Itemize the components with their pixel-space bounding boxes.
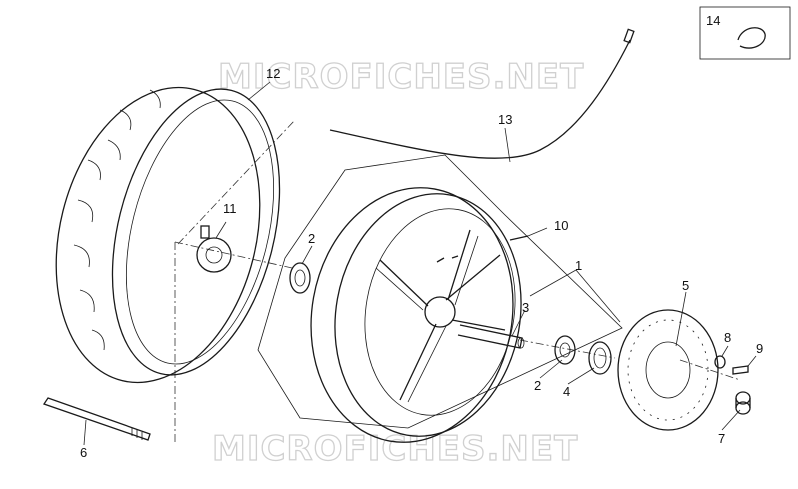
callout-12: 12	[266, 66, 280, 81]
callout-11: 11	[223, 201, 237, 216]
disc-bolt	[732, 365, 749, 375]
axis-lines	[174, 119, 741, 445]
nut-washer	[714, 355, 726, 369]
callout-2-right: 2	[534, 378, 541, 393]
bushing	[735, 391, 751, 415]
brake-disc	[617, 309, 719, 431]
oil-seal	[588, 341, 612, 375]
callout-8: 8	[724, 330, 731, 345]
callout-14: 14	[706, 13, 720, 28]
clamp-inset-box	[699, 6, 791, 60]
watermark-top: MICROFICHES.NET	[218, 57, 584, 97]
speedometer-drive	[196, 225, 232, 273]
leader-lines	[83, 81, 757, 446]
wheel-axle	[42, 397, 151, 441]
bearing-left	[289, 262, 311, 294]
callout-5: 5	[682, 278, 689, 293]
bearing-right	[554, 335, 576, 365]
callout-1: 1	[575, 258, 582, 273]
wheel-assembly-outline	[257, 154, 623, 429]
watermark-bottom: MICROFICHES.NET	[212, 429, 578, 469]
callout-13: 13	[498, 112, 512, 127]
callout-6: 6	[80, 445, 87, 460]
callout-9: 9	[756, 341, 763, 356]
callout-7: 7	[718, 431, 725, 446]
screws-10	[436, 235, 529, 263]
callout-3: 3	[522, 300, 529, 315]
callout-10: 10	[554, 218, 568, 233]
wheel-rim	[310, 187, 522, 443]
spacer-tube	[457, 324, 525, 349]
callout-4: 4	[563, 384, 570, 399]
callout-2-left: 2	[308, 231, 315, 246]
speedometer-cable	[329, 28, 635, 159]
tire	[55, 86, 281, 384]
